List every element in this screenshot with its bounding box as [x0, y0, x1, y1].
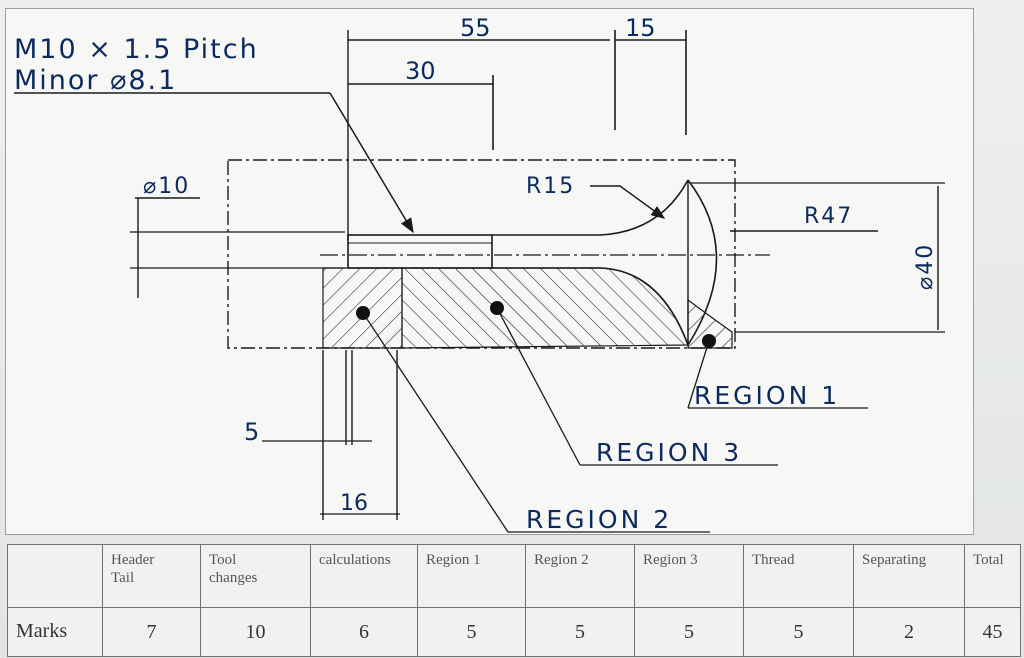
dim-dia10-label: ⌀10 — [143, 174, 190, 199]
header-label: Header — [111, 552, 155, 568]
header-label-line2: Tail — [111, 570, 135, 586]
header-region-3: Region 3 — [634, 544, 744, 608]
header-separating: Separating — [853, 544, 965, 608]
profile-upper — [492, 179, 689, 236]
header-label: Region 2 — [534, 552, 589, 568]
region-1-hatch — [687, 298, 733, 349]
region-1-label: REGION 1 — [694, 381, 840, 410]
header-label: Total — [973, 552, 1004, 568]
value-separating: 2 — [853, 607, 965, 657]
thread-section — [347, 234, 493, 269]
region-2-label: REGION 2 — [526, 505, 672, 534]
dim-55-label: 55 — [460, 14, 491, 42]
dim-16-label: 16 — [340, 491, 368, 516]
dim-dia40-label: ⌀40 — [913, 243, 938, 290]
header-label: Thread — [752, 552, 795, 568]
value-region-2: 5 — [525, 607, 635, 657]
header-label-line2: changes — [209, 570, 258, 586]
technical-drawing: M10 × 1.5 Pitch Minor ⌀8.1 55 15 30 ⌀10 — [14, 14, 945, 534]
dim-r47-label: R47 — [804, 204, 853, 229]
header-calculations: calculations — [310, 544, 418, 608]
region-3-leader — [496, 307, 581, 466]
thread-leader-line — [329, 92, 414, 234]
thread-spec-line1: M10 × 1.5 Pitch — [14, 34, 259, 65]
region-1-leader — [687, 340, 710, 409]
region-2-leader — [362, 312, 509, 533]
dim-30-label: 30 — [405, 57, 436, 85]
marks-value-row: Marks 7 10 6 5 5 5 5 2 45 — [7, 607, 1021, 657]
region-3-hatch — [401, 267, 689, 349]
header-thread: Thread — [743, 544, 854, 608]
value-header-tail: 7 — [102, 607, 201, 657]
dim-15-label: 15 — [625, 14, 656, 42]
value-thread: 5 — [743, 607, 854, 657]
header-region-2: Region 2 — [525, 544, 635, 608]
header-label: Separating — [862, 552, 927, 568]
header-region-1: Region 1 — [417, 544, 526, 608]
stock-outline — [227, 159, 736, 349]
header-label: Region 1 — [426, 552, 481, 568]
header-corner-cell — [7, 544, 103, 608]
header-label: Tool — [209, 552, 237, 568]
value-tool-changes: 10 — [200, 607, 311, 657]
dim-r15-label: R15 — [526, 174, 575, 199]
value-region-3: 5 — [634, 607, 744, 657]
thread-spec-line2: Minor ⌀8.1 — [14, 65, 177, 96]
header-total: Total — [964, 544, 1021, 608]
header-tool-changes: Tool changes — [200, 544, 311, 608]
value-region-1: 5 — [417, 607, 526, 657]
region-3-label: REGION 3 — [596, 438, 742, 467]
value-total: 45 — [964, 607, 1021, 657]
value-calculations: 6 — [310, 607, 418, 657]
dim-5-label: 5 — [244, 418, 259, 446]
row-label-marks: Marks — [7, 607, 103, 657]
r15-leader — [590, 185, 666, 219]
header-label: calculations — [319, 552, 391, 568]
header-label: Region 3 — [643, 552, 698, 568]
